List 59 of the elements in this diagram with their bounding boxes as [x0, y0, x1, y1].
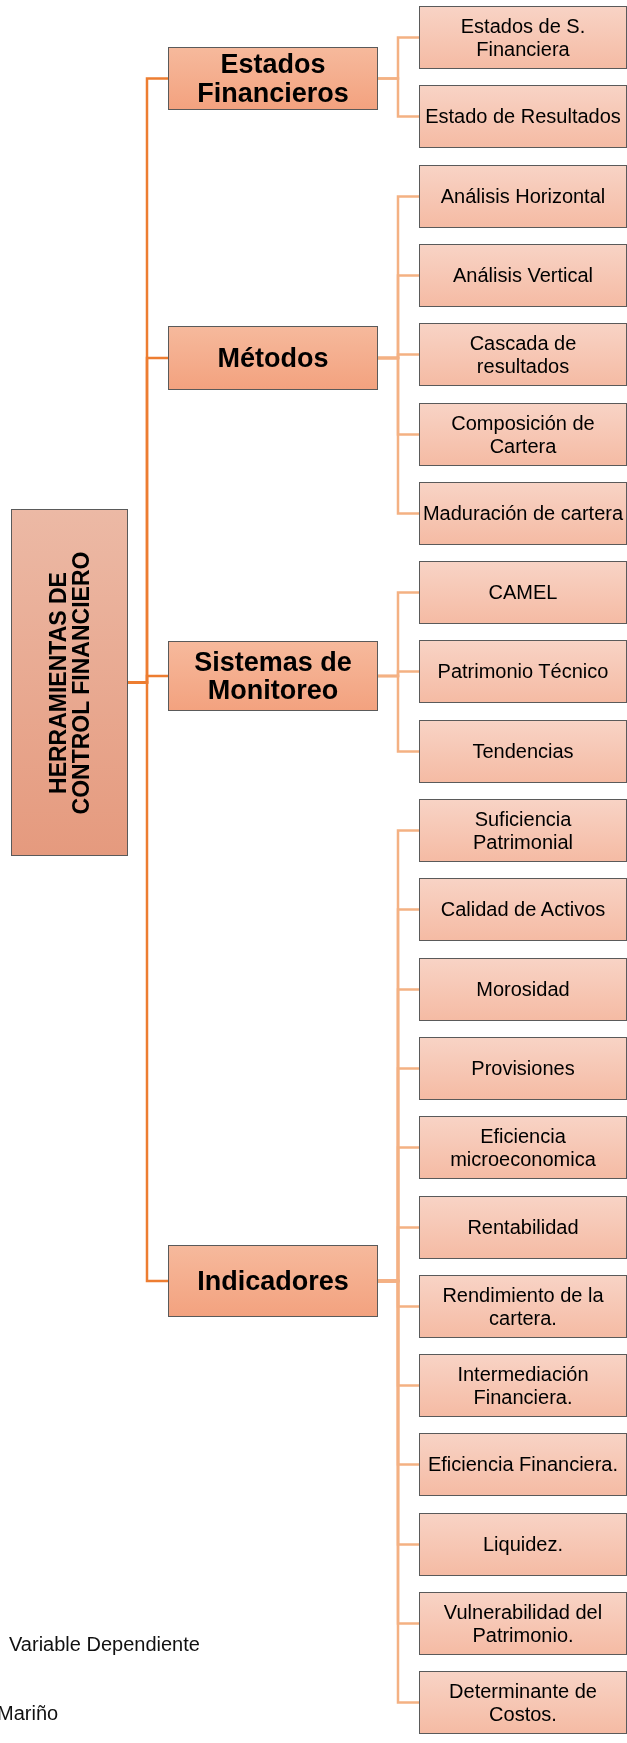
item-label: CAMEL [488, 581, 558, 604]
category-label: Estados Financieros [196, 50, 350, 107]
item-label: Rentabilidad [467, 1216, 579, 1239]
item-box [419, 1513, 627, 1576]
item-box [419, 6, 627, 69]
item-box [419, 1275, 627, 1338]
connector-line [378, 77, 419, 118]
connector-line [378, 356, 419, 515]
item-label: Eficiencia Financiera. [427, 1453, 619, 1476]
category-label: Indicadores [197, 1266, 349, 1296]
item-label: Composición de Cartera [450, 411, 596, 458]
item-box [419, 1037, 627, 1100]
item-label: Eficiencia microeconomica [449, 1124, 597, 1171]
item-box [419, 720, 627, 783]
item-box [419, 561, 627, 624]
item-label: Tendencias [472, 740, 574, 763]
item-box [419, 799, 627, 862]
item-label: Estados de S. Financiera [459, 14, 587, 61]
item-box [419, 244, 627, 307]
item-label: Intermediación Financiera. [456, 1362, 590, 1409]
item-label: Cascada de resultados [468, 331, 578, 378]
category-box [168, 326, 378, 390]
item-label: Morosidad [476, 978, 570, 1001]
item-box [419, 482, 627, 545]
item-label: Análisis Vertical [452, 264, 594, 287]
item-box [419, 1671, 627, 1734]
category-box [168, 47, 378, 110]
vertical-title: HERRAMIENTAS DE CONTROL FINANCIERO [46, 550, 93, 816]
category-label: Sistemas de Monitoreo [193, 647, 353, 705]
item-box [419, 165, 627, 228]
item-box [419, 878, 627, 941]
connector-line [378, 674, 419, 753]
item-label: Suficiencia Patrimonial [471, 807, 574, 854]
category-box [168, 1245, 378, 1317]
connector-line [378, 1279, 419, 1704]
item-label: Vulnerabilidad del Patrimonio. [442, 1600, 604, 1647]
item-box [419, 958, 627, 1021]
item-box [419, 85, 627, 148]
item-box [419, 403, 627, 466]
item-label: Liquidez. [482, 1533, 564, 1556]
item-label: Determinante de Costos. [448, 1679, 598, 1726]
item-label: Calidad de Activos [440, 898, 606, 921]
item-box [419, 1196, 627, 1259]
item-box [419, 1433, 627, 1496]
item-box [419, 640, 627, 703]
item-label: Rendimiento de la cartera. [441, 1283, 605, 1330]
item-box [419, 1354, 627, 1417]
item-box [419, 1116, 627, 1179]
item-box [419, 323, 627, 386]
item-label: Análisis Horizontal [440, 185, 606, 208]
category-box [168, 641, 378, 711]
item-label: Estado de Resultados [425, 105, 621, 128]
note-text: Variable Dependiente [9, 1633, 200, 1656]
root-box [11, 509, 128, 856]
item-label: Maduración de cartera [422, 502, 624, 525]
item-box [419, 1592, 627, 1655]
item-label: Patrimonio Técnico [437, 660, 609, 683]
item-label: Provisiones [471, 1057, 575, 1080]
category-label: Métodos [217, 343, 329, 373]
